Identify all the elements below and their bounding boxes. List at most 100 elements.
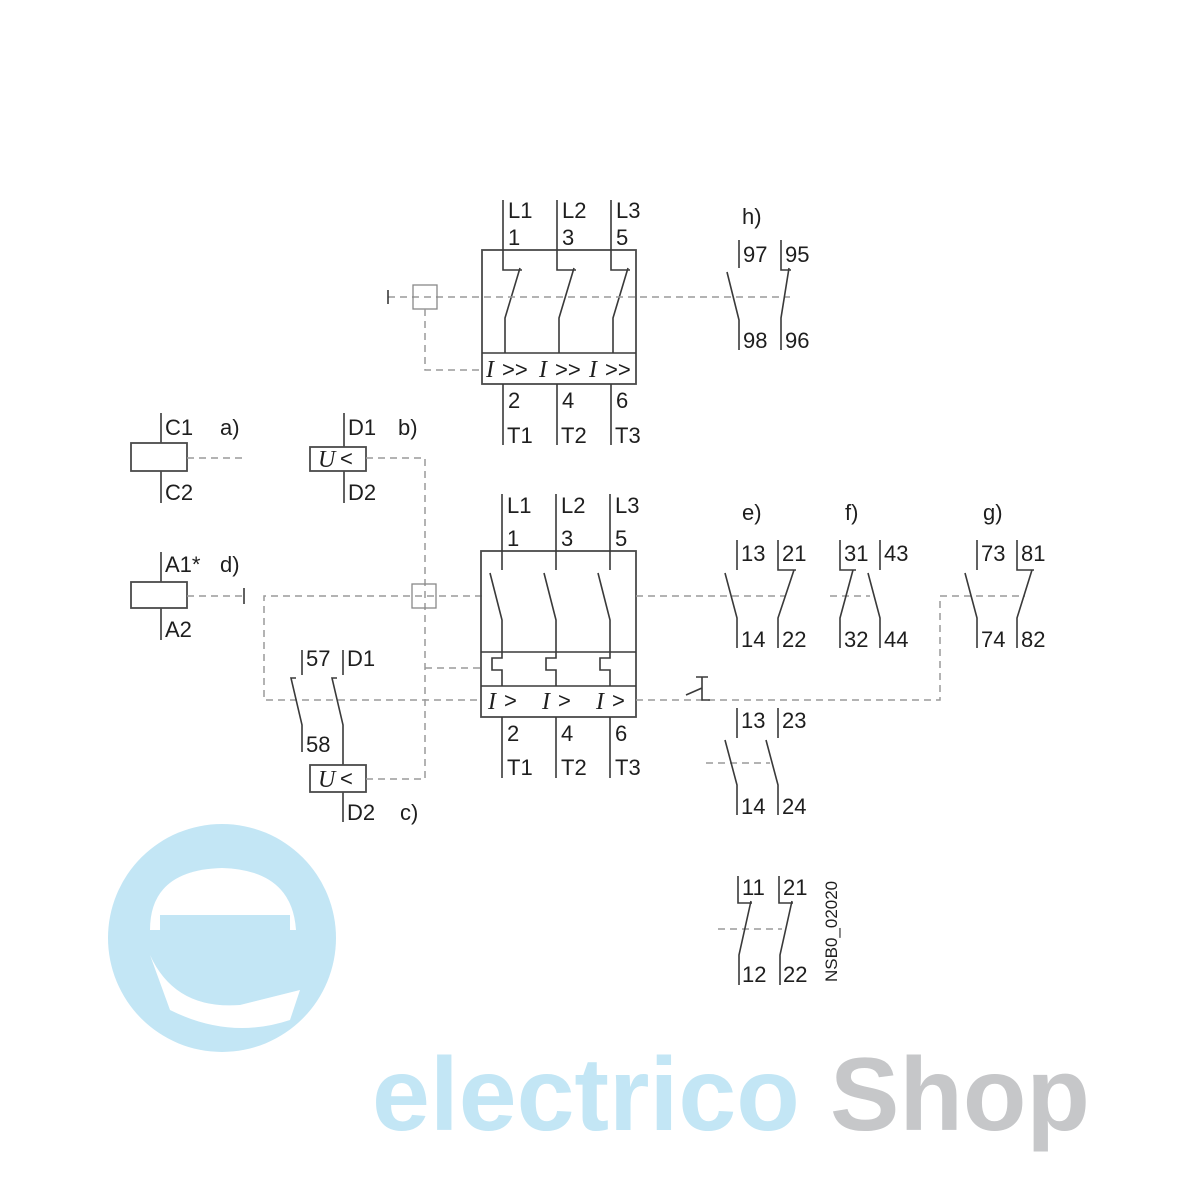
terminal-label: U (318, 767, 337, 793)
tag-f: f) (845, 500, 858, 525)
terminal-label: D2 (347, 800, 375, 825)
terminal-label: 5 (615, 526, 627, 551)
trip-symbol: I (538, 357, 548, 383)
terminal-label: 74 (981, 627, 1005, 652)
watermark-brand-part2: Shop (830, 1037, 1090, 1153)
terminal-label: 4 (561, 721, 573, 746)
terminal-label: L1 (507, 493, 531, 518)
terminal-label: 98 (743, 328, 767, 353)
terminal-label: > (558, 688, 571, 713)
tag-d: d) (220, 552, 240, 577)
terminal-label: 6 (615, 721, 627, 746)
terminal-label: U (318, 447, 337, 473)
terminal-label: 95 (785, 242, 809, 267)
top-in-terminal-3: 3 (562, 225, 574, 250)
terminal-label: C1 (165, 415, 193, 440)
top-line-label-1: L1 (508, 198, 532, 223)
top-line-label-2: L2 (562, 198, 586, 223)
tag-c: c) (400, 800, 418, 825)
terminal-label: 81 (1021, 541, 1045, 566)
contact-group-f: f) 31 32 43 44 (830, 500, 908, 652)
terminal-label: 82 (1021, 627, 1045, 652)
terminal-label: 73 (981, 541, 1005, 566)
terminal-label: D1 (348, 415, 376, 440)
terminal-label: 57 (306, 646, 330, 671)
terminal-label: < (340, 446, 353, 471)
top-out-terminal-6: 6 (616, 388, 628, 413)
terminal-label: 2 (507, 721, 519, 746)
terminal-label: L2 (561, 493, 585, 518)
aux-contacts-no: 13 14 23 24 (706, 708, 806, 819)
terminal-label: 14 (741, 794, 765, 819)
terminal-label: T3 (615, 755, 641, 780)
tag-h: h) (742, 204, 762, 229)
terminal-label: 3 (561, 526, 573, 551)
tag-b: b) (398, 415, 418, 440)
contact-group-g: g) 73 74 81 82 (964, 500, 1045, 652)
terminal-label: 13 (741, 541, 765, 566)
terminal-label: A1* (165, 552, 201, 577)
trip-symbol: I (588, 357, 598, 383)
undervoltage-release-c: U < 57 58 D1 D2 c) (289, 646, 425, 825)
terminal-label: 43 (884, 541, 908, 566)
terminal-label: C2 (165, 480, 193, 505)
contact-group-h: h) 97 98 95 96 (726, 204, 809, 353)
top-in-terminal-1: 1 (508, 225, 520, 250)
terminal-label: 1 (507, 526, 519, 551)
terminal-label: 24 (782, 794, 806, 819)
bottom-breaker: L1 L2 L3 1 3 5 I > I > I > 2 4 6 T1 T2 T… (480, 493, 1025, 780)
terminal-label: 58 (306, 732, 330, 757)
top-load-label-2: T2 (561, 423, 587, 448)
top-load-label-3: T3 (615, 423, 641, 448)
terminal-label: 97 (743, 242, 767, 267)
tag-e: e) (742, 500, 762, 525)
top-load-label-1: T1 (507, 423, 533, 448)
watermark: electrico Shop (108, 824, 1090, 1153)
coil-d: A1* A2 d) (130, 552, 245, 642)
terminal-label: I (541, 689, 551, 715)
drawing-code: NSB0_02020 (822, 881, 841, 982)
top-out-terminal-4: 4 (562, 388, 574, 413)
top-breaker-body (481, 249, 637, 385)
trip-symbol: >> (605, 357, 631, 382)
terminal-label: T1 (507, 755, 533, 780)
terminal-label: D2 (348, 480, 376, 505)
undervoltage-release-b: U < D1 D2 b) (309, 413, 426, 780)
top-out-terminal-2: 2 (508, 388, 520, 413)
terminal-label: < (340, 766, 353, 791)
trip-symbol: >> (555, 357, 581, 382)
terminal-label: > (612, 688, 625, 713)
tag-a: a) (220, 415, 240, 440)
terminal-label: 11 (742, 875, 765, 900)
watermark-brand-part1: electrico (372, 1037, 800, 1153)
top-breaker: L1 L2 L3 1 3 5 I >> I >> I >> 2 4 6 T1 T… (387, 198, 790, 448)
coil-a: C1 C2 a) (130, 413, 243, 505)
top-line-label-3: L3 (616, 198, 640, 223)
terminal-label: A2 (165, 617, 192, 642)
terminal-label: 22 (783, 962, 807, 987)
terminal-label: 14 (741, 627, 765, 652)
terminal-label: 23 (782, 708, 806, 733)
trip-indicator-icon (685, 676, 710, 701)
aux-contacts-nc: 11 12 21 22 (718, 875, 807, 987)
terminal-label: > (504, 688, 517, 713)
terminal-label: 21 (782, 541, 806, 566)
terminal-label: I (487, 689, 497, 715)
handle-square-lower (411, 583, 437, 609)
trip-symbol: >> (502, 357, 528, 382)
terminal-label: T2 (561, 755, 587, 780)
terminal-label: 13 (741, 708, 765, 733)
terminal-label: D1 (347, 646, 375, 671)
terminal-label: 12 (742, 962, 766, 987)
tag-g: g) (983, 500, 1003, 525)
terminal-label: 21 (783, 875, 807, 900)
trip-symbol: I (485, 357, 495, 383)
terminal-label: L3 (615, 493, 639, 518)
terminal-label: 31 (844, 541, 868, 566)
terminal-label: 22 (782, 627, 806, 652)
terminal-label: 32 (844, 627, 868, 652)
top-in-terminal-5: 5 (616, 225, 628, 250)
watermark-logo (108, 824, 336, 1052)
